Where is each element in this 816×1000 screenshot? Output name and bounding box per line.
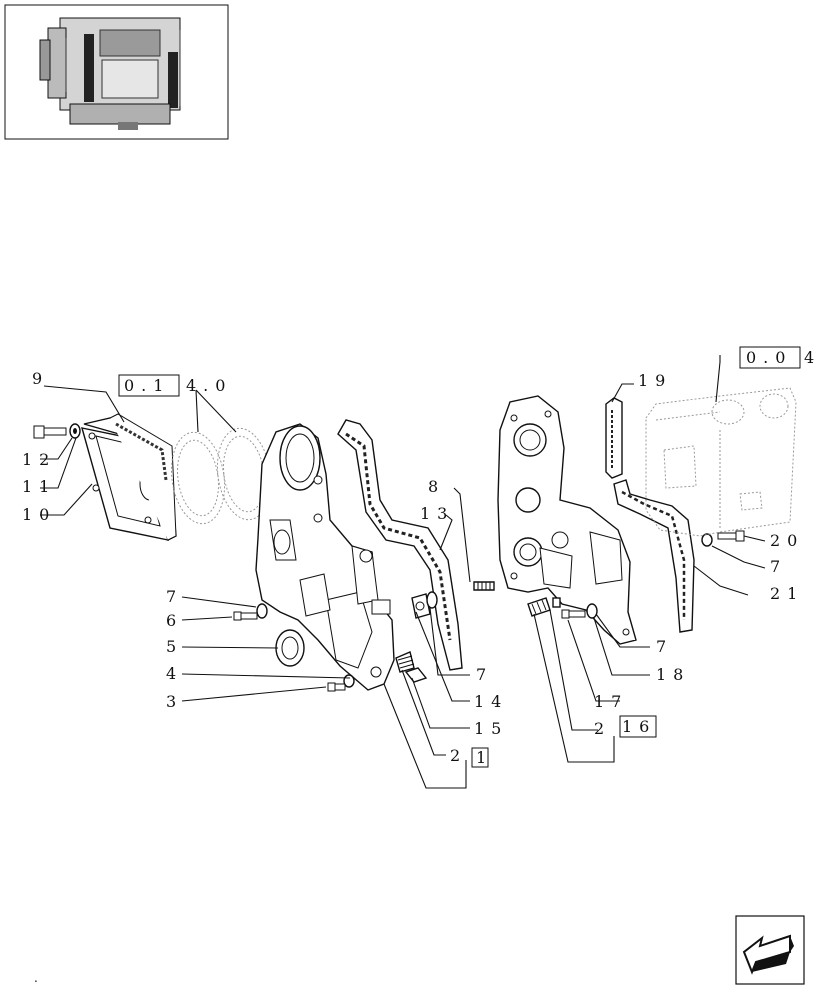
rear-plate-part-16 xyxy=(497,395,637,645)
label-11: 11 xyxy=(22,477,56,496)
ref-box-0-04 xyxy=(739,346,801,369)
pin-part-17 xyxy=(552,597,561,608)
label-1: 1 xyxy=(476,748,493,767)
oil-seal-part-5 xyxy=(275,629,305,667)
label-7-d: 7 xyxy=(656,637,673,656)
label-7-b: 7 xyxy=(476,665,493,684)
ref-box-16 xyxy=(619,715,657,738)
label-5: 5 xyxy=(166,637,183,656)
washer-part-7-far-right xyxy=(701,533,713,547)
screw-part-18 xyxy=(561,609,586,619)
ref-0-14-rest-text: 4.0 xyxy=(186,376,232,395)
pin-part-15 xyxy=(404,667,428,683)
label-2-b: 2 xyxy=(594,719,611,738)
label-3: 3 xyxy=(166,692,183,711)
label-21: 21 xyxy=(770,584,804,603)
washer-part-4 xyxy=(343,674,355,688)
label-13: 13 xyxy=(420,504,454,523)
gasket-part-13 xyxy=(337,419,463,671)
label-16: 16 xyxy=(622,717,656,736)
label-2-a: 2 xyxy=(450,746,467,765)
gasket-part-9 xyxy=(109,413,177,541)
bolt-part-20 xyxy=(717,530,745,542)
washer-part-11 xyxy=(69,423,81,439)
seal-part-7-mid xyxy=(426,591,438,609)
engine-thumbnail[interactable] xyxy=(4,4,229,140)
label-7-a: 7 xyxy=(166,587,183,606)
timing-cover-part-1 xyxy=(255,423,395,691)
seal-strip-part-19 xyxy=(605,397,623,479)
gasket-part-21 xyxy=(613,479,695,633)
stud-part-8 xyxy=(473,581,495,591)
label-8: 8 xyxy=(428,477,445,496)
label-18: 18 xyxy=(656,665,690,684)
ref-0-14-box-text: 0.1 xyxy=(124,376,170,395)
label-9: 9 xyxy=(32,369,49,388)
label-17: 17 xyxy=(594,692,628,711)
part-labels: 9 12 11 10 0.1 4.0 8 13 7 6 5 4 3 7 14 1… xyxy=(22,346,816,768)
label-20: 20 xyxy=(770,531,804,550)
label-19: 19 xyxy=(638,371,672,390)
label-15: 15 xyxy=(474,719,508,738)
label-4: 4 xyxy=(166,664,183,683)
label-7-c: 7 xyxy=(770,557,787,576)
washer-part-7-right xyxy=(586,603,598,619)
spring-part-2-right xyxy=(527,597,551,617)
label-10: 10 xyxy=(22,505,56,524)
ref-0-04-box-text: 0.0 xyxy=(746,348,792,367)
leader-lines xyxy=(40,355,766,789)
label-6: 6 xyxy=(166,611,183,630)
footer-mark: . xyxy=(34,971,38,985)
screw-part-6 xyxy=(233,611,258,621)
ref-0-04-rest-text: 4 xyxy=(804,348,816,367)
bolt-part-12 xyxy=(33,425,67,439)
ref-box-1-left xyxy=(471,747,489,768)
label-14: 14 xyxy=(474,692,508,711)
next-page-arrow-icon[interactable] xyxy=(735,915,805,985)
engine-block-ghost xyxy=(645,387,797,537)
screw-part-3 xyxy=(327,682,346,692)
washer-part-7-left xyxy=(256,603,268,619)
spring-part-2-left xyxy=(395,651,415,673)
ref-box-0-14 xyxy=(118,374,180,397)
label-12: 12 xyxy=(22,450,56,469)
